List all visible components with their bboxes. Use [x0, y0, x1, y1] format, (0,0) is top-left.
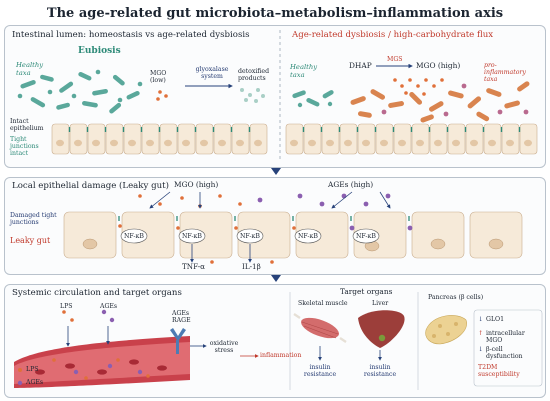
- healthy-taxa-left: Healthy taxa: [16, 61, 44, 77]
- intracellular-mgo-up-arrow: ↑: [478, 330, 484, 337]
- mgo-high-leaky-label: MGO (high): [174, 180, 219, 189]
- nfkb-label-3: NF-κB: [240, 233, 260, 240]
- leaky-gut-label: Leaky gut: [10, 236, 51, 245]
- il1b-label: IL-1β: [242, 262, 261, 271]
- nfkb-ovals: [120, 228, 380, 244]
- ages-label: AGEs: [100, 303, 118, 310]
- intracellular-mgo-label: intracellular MGO: [486, 330, 525, 345]
- target-organs-label: Target organs: [340, 287, 393, 296]
- ages-dots-vessel: [73, 309, 143, 375]
- nfkb-label-4: NF-κB: [298, 233, 318, 240]
- ages-high-label: AGEs (high): [328, 180, 374, 189]
- mgs-label: MGS: [387, 56, 403, 63]
- detoxified-product-dots: [240, 88, 265, 103]
- pancreas-effects-box: [473, 309, 543, 387]
- down-arrow-icon: [271, 275, 281, 282]
- mgo-low-label: MGO (low): [150, 70, 167, 85]
- leaky-nuclei: [82, 238, 504, 252]
- dhap-label: DHAP: [349, 61, 372, 70]
- rage-receptor: [170, 328, 186, 354]
- lps-label: LPS: [60, 303, 73, 310]
- tight-junctions-label: Tight junctions intact: [10, 136, 39, 158]
- pancreas-icon: [425, 315, 467, 345]
- lumen-left-title: Intestinal lumen: homeostasis vs age-rel…: [12, 30, 250, 40]
- proinflammatory-cocci: [381, 83, 529, 117]
- skeletal-muscle-icon: [293, 313, 347, 343]
- glo1-down-arrow: ↓: [478, 316, 484, 323]
- lumen-right-title: Age-related dysbiosis / high-carbohydrat…: [292, 30, 494, 40]
- insulin-resistance-muscle: insulin resistance: [303, 364, 337, 379]
- nfkb-label-5: NF-κB: [356, 233, 376, 240]
- proinflammatory-bacteria: [350, 81, 530, 123]
- down-arrow-icon: [271, 168, 281, 175]
- red-blood-cells: [35, 359, 167, 375]
- tnf-label: TNF-α: [182, 262, 206, 271]
- t2dm-label: T2DM susceptibility: [478, 364, 520, 379]
- mgo-low-dots: [156, 90, 168, 101]
- nfkb-label-1: NF-κB: [124, 233, 144, 240]
- ages-rage-label: AGEs RAGE: [172, 310, 191, 325]
- legend-ages-dot: [17, 380, 23, 386]
- damaged-tj-label: Damaged tight junctions: [10, 212, 57, 227]
- figure-title: The age-related gut microbiota–metabolis…: [46, 6, 504, 21]
- vessel-lumen: [14, 342, 190, 384]
- inflammation-label: inflammation: [260, 352, 302, 359]
- legend-lps-dot: [18, 368, 22, 372]
- glyoxalase-label: glyoxalase system: [195, 66, 229, 81]
- oxidative-stress-label: oxidative stress: [209, 340, 239, 355]
- proinflammatory-label: pro-inflammatory taxa: [484, 62, 526, 84]
- insulin-resistance-liver: insulin resistance: [363, 364, 397, 379]
- damaged-junction-marks: [118, 216, 410, 221]
- beta-dysfunction-down-arrow: ↓: [478, 346, 484, 353]
- beta-dysfunction-label: β-cell dysfunction: [486, 346, 523, 361]
- leaky-arrows: [149, 191, 391, 263]
- lps-dots-vessel: [52, 310, 150, 380]
- epithelium-nuclei: [56, 139, 532, 147]
- ages-high-stars: [257, 193, 413, 231]
- legend-ages-label: AGEs: [26, 379, 44, 386]
- detoxified-label: detoxified products: [238, 68, 270, 83]
- skeletal-muscle-label: Skeletal muscle: [298, 300, 348, 307]
- nfkb-label-2: NF-κB: [182, 233, 202, 240]
- healthy-taxa-right: Healthy taxa: [290, 63, 318, 79]
- healthy-bacteria-right: [292, 90, 334, 108]
- liver-label: Liver: [372, 300, 389, 307]
- systemic-title: Systemic circulation and target organs: [12, 288, 182, 298]
- pancreas-label: Pancreas (β cells): [428, 294, 484, 301]
- liver-icon: [358, 310, 405, 348]
- epithelium-intact: [51, 123, 538, 155]
- intact-epithelium-label: Intact epithelium: [10, 118, 44, 133]
- mgo-high-dots-lumen: [393, 78, 444, 96]
- glo1-label: GLO1: [486, 316, 505, 323]
- eubiosis-label: Eubiosis: [78, 46, 121, 56]
- healthy-bacteria-left: [17, 69, 143, 114]
- mgo-high-label: MGO (high): [416, 61, 461, 70]
- tight-junctions: [68, 127, 521, 132]
- legend-lps-label: LPS: [26, 366, 39, 373]
- leaky-gut-title: Local epithelial damage (Leaky gut): [12, 181, 169, 191]
